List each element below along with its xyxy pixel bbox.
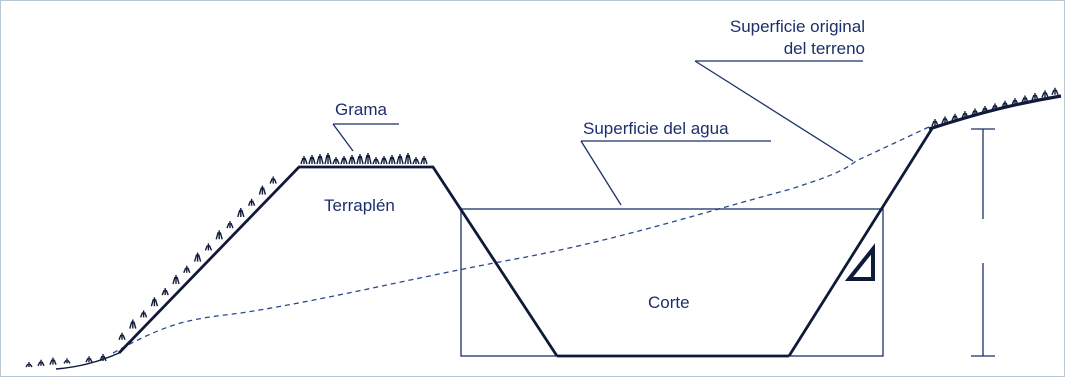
grass-tuft xyxy=(1011,98,1019,106)
embankment-outline xyxy=(117,165,559,357)
grama-label: Grama xyxy=(335,100,387,119)
grass-tuft xyxy=(258,185,267,195)
grass-tuft xyxy=(269,176,277,184)
grass-tuft xyxy=(25,362,33,368)
grass-tuft xyxy=(324,153,332,165)
cut-right-slope xyxy=(787,126,935,357)
grass-tuft xyxy=(150,297,159,307)
grass-tuft xyxy=(404,153,412,165)
original-ground-line xyxy=(112,125,932,354)
grass-tuft xyxy=(981,105,989,114)
grass-tuft xyxy=(49,357,57,365)
grass-tuft xyxy=(340,156,348,165)
grass-tuft xyxy=(356,154,364,165)
grass-tuft xyxy=(99,354,107,362)
grass-tuft xyxy=(1031,92,1039,101)
grass-tuft xyxy=(1001,100,1009,109)
grass-tuft xyxy=(308,155,316,165)
terraplen-label: Terraplén xyxy=(324,196,395,215)
grass-tuft xyxy=(971,108,979,116)
grass-tuft xyxy=(396,154,404,165)
grass-tuft xyxy=(37,359,45,367)
superficie-original-label-line2: del terreno xyxy=(783,39,865,58)
grass-tuft xyxy=(1021,95,1029,103)
grass-tuft xyxy=(364,153,372,165)
grass-tuft xyxy=(348,155,356,165)
corte-label: Corte xyxy=(648,293,690,312)
grass-tuft xyxy=(237,207,245,218)
grass-tuft xyxy=(380,156,388,165)
grass-tuft xyxy=(118,332,126,340)
triangle-symbol-icon xyxy=(844,243,875,281)
grass-tuft xyxy=(412,157,420,165)
grass-tufts xyxy=(25,87,1059,368)
grass-tuft xyxy=(1051,87,1059,96)
grass-tuft xyxy=(316,154,324,165)
grass-tuft xyxy=(372,157,380,165)
grass-tuft xyxy=(172,274,180,285)
grass-tuft xyxy=(420,156,428,165)
superficie-original-label-line1: Superficie original xyxy=(729,17,865,36)
grass-tuft xyxy=(388,155,396,165)
grass-tuft xyxy=(1041,90,1049,98)
grass-tuft xyxy=(332,157,340,165)
grass-tuft xyxy=(139,310,148,318)
grass-tuft xyxy=(183,265,191,273)
left-ground xyxy=(55,352,120,370)
grass-tuft xyxy=(300,156,308,165)
right-ground-top xyxy=(928,94,1062,131)
grass-tuft xyxy=(991,103,999,111)
grass-tuft xyxy=(961,111,969,119)
water-surface-rect xyxy=(460,208,884,357)
grass-tuft xyxy=(63,358,71,364)
grass-tuft xyxy=(161,288,169,296)
grass-tuft xyxy=(193,252,202,262)
agua-leader-diag xyxy=(580,140,622,206)
grass-tuft xyxy=(226,221,234,229)
grass-tuft xyxy=(941,116,949,124)
grass-tuft xyxy=(931,118,939,127)
grama-leader-diag xyxy=(332,123,354,152)
grass-tuft xyxy=(247,198,256,207)
superficie-agua-label: Superficie del agua xyxy=(583,119,729,138)
grass-tuft xyxy=(951,113,959,122)
grass-tuft xyxy=(204,243,213,251)
grass-tuft xyxy=(129,319,137,329)
grass-tuft xyxy=(215,230,223,240)
grass-tuft xyxy=(85,356,93,363)
original-leader-diag xyxy=(694,60,854,162)
